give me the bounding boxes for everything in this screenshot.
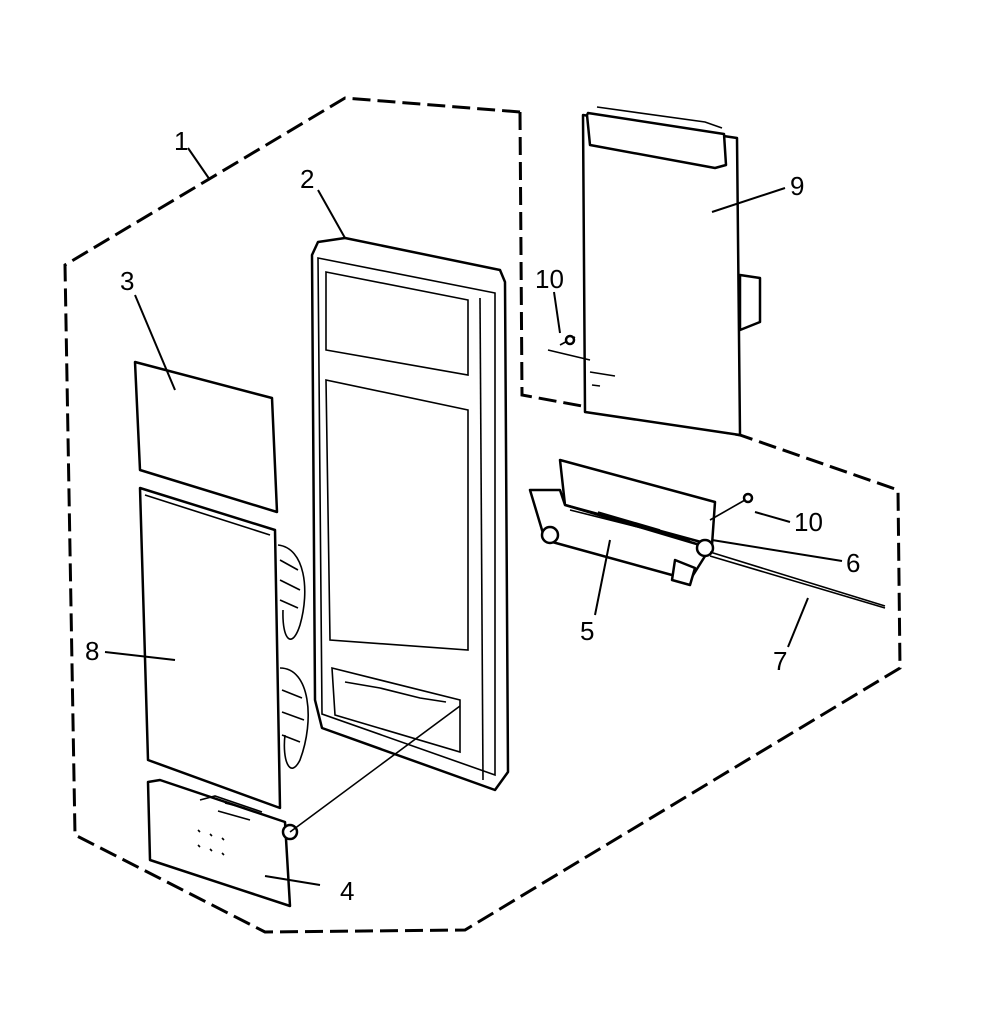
bottom-choke-part-4 (146, 705, 461, 908)
callout-1: 1 (174, 126, 188, 156)
door-frame-part-2 (310, 236, 510, 792)
callout-3: 3 (120, 266, 134, 296)
latch-bracket-part-5 (528, 458, 717, 587)
callout-10-latch: 10 (794, 507, 823, 537)
leader-lines (104, 147, 843, 886)
screw-part-10 (547, 334, 591, 361)
callout-2: 2 (300, 164, 314, 194)
callout-8: 8 (85, 636, 99, 666)
callout-4: 4 (340, 876, 354, 906)
callout-7: 7 (773, 646, 787, 676)
callout-9: 9 (790, 171, 804, 201)
door-panel-part-9 (581, 106, 762, 437)
latch-screw (709, 492, 886, 609)
callout-5: 5 (580, 616, 594, 646)
callout-6: 6 (846, 548, 860, 578)
callout-10-screw: 10 (535, 264, 564, 294)
lower-panel-part-8 (138, 486, 282, 810)
spring-coil (277, 544, 309, 769)
upper-panel-part-3 (133, 360, 279, 514)
